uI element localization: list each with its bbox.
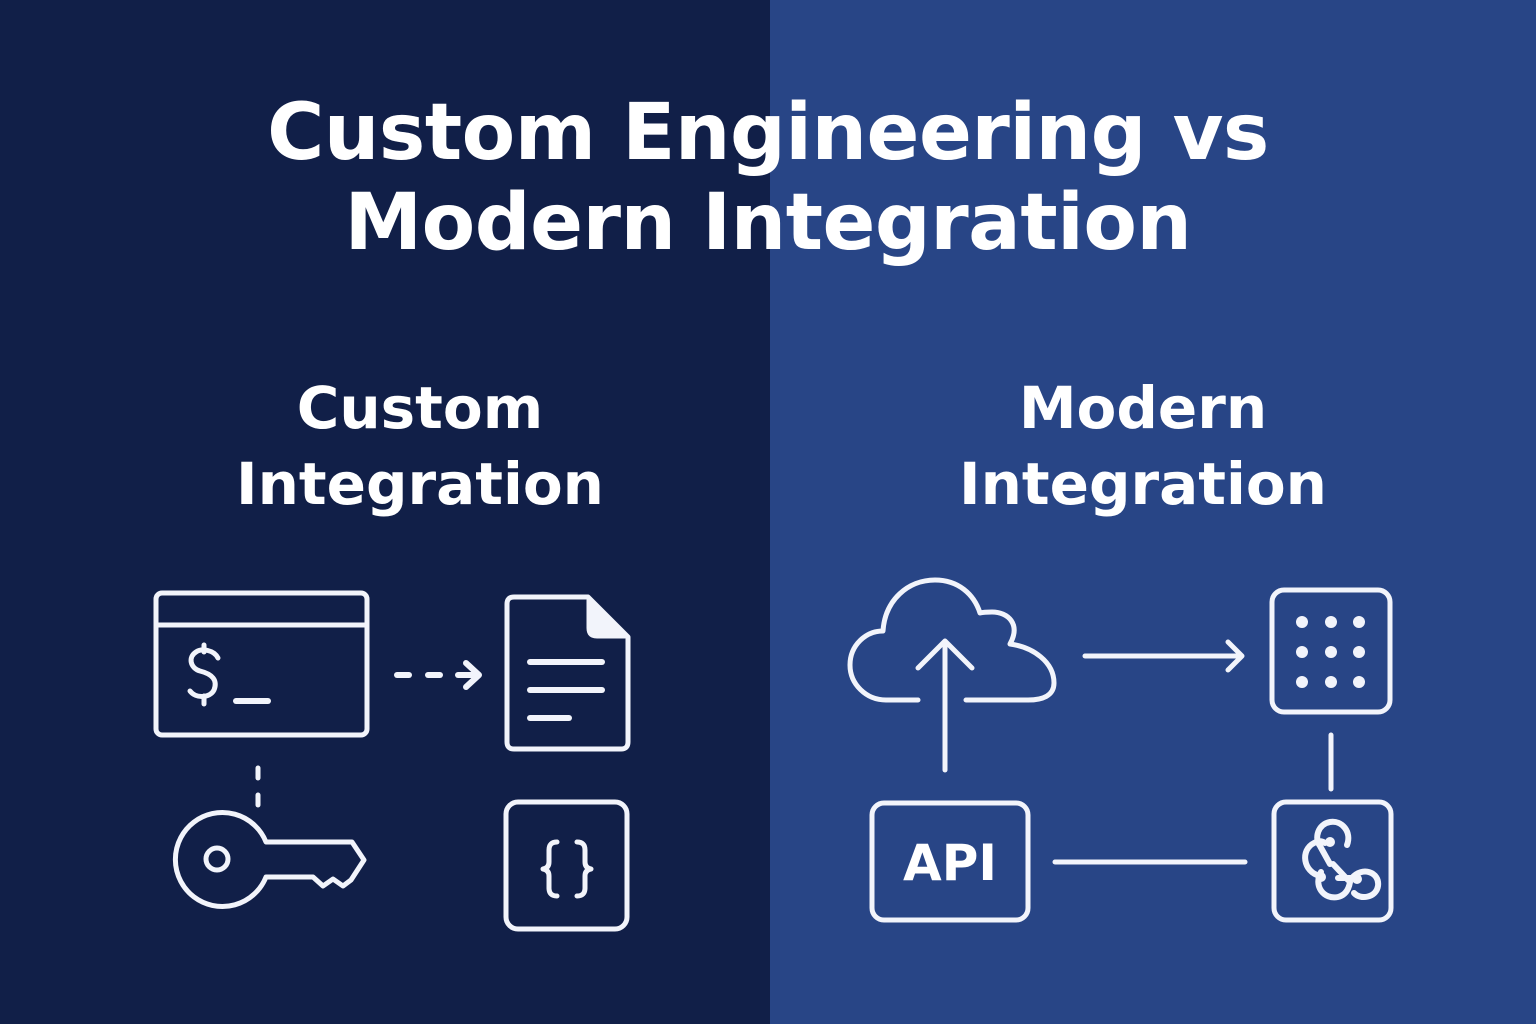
modern-heading-line-2: Integration xyxy=(959,450,1327,518)
page-title: Custom Engineering vs Modern Integration xyxy=(0,88,1536,268)
dashed-arrow-icon xyxy=(394,660,482,690)
key-icon xyxy=(172,810,367,909)
api-label: API xyxy=(903,834,997,892)
page-title-line-1: Custom Engineering vs xyxy=(267,88,1269,178)
document-icon xyxy=(504,594,631,752)
right-panel-background xyxy=(770,0,1536,1024)
api-box-icon: API xyxy=(869,800,1031,923)
page-title-line-2: Modern Integration xyxy=(344,178,1192,268)
custom-integration-heading: Custom Integration xyxy=(170,370,670,522)
custom-heading-line-1: Custom xyxy=(296,374,544,442)
arrow-right-icon xyxy=(1082,639,1245,673)
custom-heading-line-2: Integration xyxy=(236,450,604,518)
app-grid-icon xyxy=(1269,587,1393,715)
webhook-icon xyxy=(1271,799,1394,923)
modern-heading-line-1: Modern xyxy=(1018,374,1268,442)
code-braces-icon xyxy=(503,799,630,932)
cloud-upload-icon xyxy=(847,577,1057,773)
modern-integration-heading: Modern Integration xyxy=(893,370,1393,522)
left-panel-background xyxy=(0,0,770,1024)
terminal-window-icon xyxy=(153,590,370,738)
